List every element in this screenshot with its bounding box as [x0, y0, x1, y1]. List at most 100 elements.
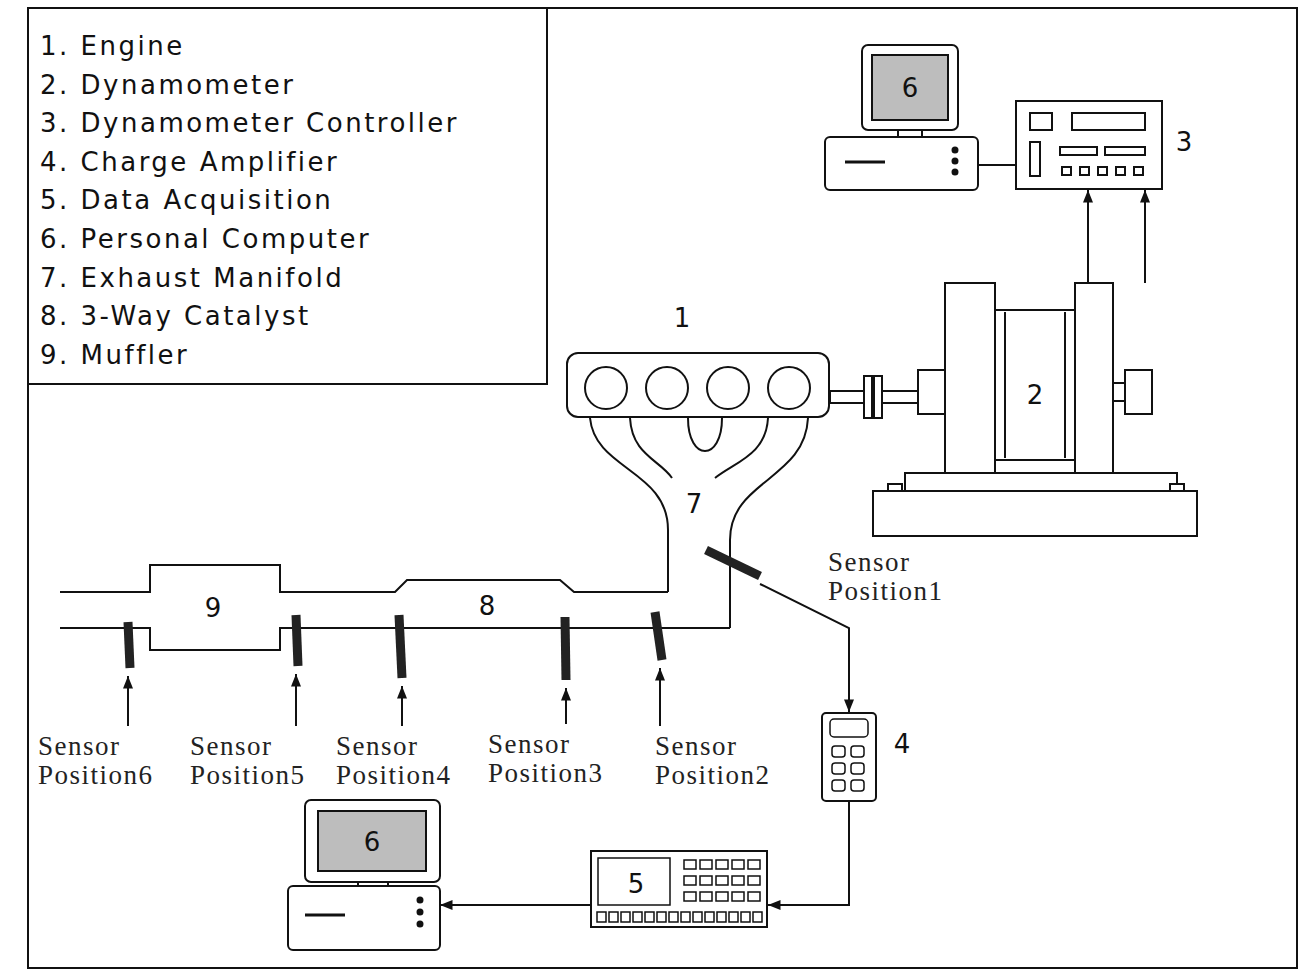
data-acquisition: 5	[590, 850, 768, 928]
controller-panel	[1116, 167, 1125, 175]
acquisition-panel	[716, 860, 728, 869]
sensor-label: Sensor Position2	[655, 732, 795, 790]
acquisition-panel	[597, 858, 762, 922]
legend-entry: 7. Exhaust Manifold	[40, 259, 546, 298]
acquisition-panel	[753, 912, 762, 922]
acquisition-panel	[716, 892, 728, 901]
cylinder-bores	[585, 367, 810, 409]
dynamometer-body	[873, 491, 1197, 536]
sensor-probe: Sensor Position4	[392, 609, 410, 684]
manifold-runners	[590, 418, 668, 592]
manifold-runners	[630, 418, 672, 478]
amplifier-panel	[851, 780, 864, 791]
acquisition-panel	[717, 912, 726, 922]
computer-icon	[305, 914, 345, 917]
acquisition-panel	[716, 876, 728, 885]
legend-entry: 6. Personal Computer	[40, 220, 546, 259]
sensor-label: Sensor Position5	[190, 732, 330, 790]
dynamometer-body	[1075, 283, 1113, 473]
controller-panel	[1098, 167, 1107, 175]
leader-arrow	[401, 686, 403, 726]
callout-number: 2	[1027, 380, 1044, 410]
acquisition-panel	[748, 892, 760, 901]
acquisition-panel	[621, 912, 630, 922]
acquisition-panel	[700, 892, 712, 901]
dynamometer-body	[888, 484, 902, 491]
personal-computer: 6	[288, 800, 440, 950]
sensor-probe	[655, 612, 662, 660]
controller-panel	[1030, 142, 1040, 176]
shaft-coupling	[882, 391, 918, 403]
legend-entry: 2. Dynamometer	[40, 66, 546, 105]
callout-number: 8	[479, 591, 496, 621]
computer-icon	[825, 137, 978, 190]
computer-icon	[318, 811, 426, 871]
leader-arrow	[295, 674, 297, 726]
controller-panel	[1030, 113, 1052, 130]
dynamometer-body	[945, 283, 995, 473]
callout-number: 1	[674, 303, 691, 333]
exhaust-manifold: 7	[676, 482, 712, 526]
acquisition-panel	[609, 912, 618, 922]
computer-icon	[305, 800, 440, 882]
controller-panel	[1105, 147, 1145, 155]
acquisition-panel	[741, 912, 750, 922]
computer-icon	[288, 886, 440, 950]
connector-line	[978, 164, 1015, 166]
controller-panel	[1080, 167, 1089, 175]
leader-arrow	[659, 668, 661, 726]
controller-panel	[1072, 113, 1145, 130]
exhaust-pipe	[60, 565, 730, 650]
sensor-probe	[128, 622, 130, 668]
sensor-probe	[565, 617, 566, 680]
outer-frame	[28, 8, 1297, 968]
cylinder-bores	[768, 367, 810, 409]
signal-arrow	[768, 802, 849, 905]
muffler: 9	[150, 565, 280, 650]
leader-arrow	[128, 668, 660, 726]
callout-number: 3	[1176, 127, 1193, 157]
controller-box: 3	[1015, 100, 1163, 190]
legend-box: 1. Engine2. Dynamometer3. Dynamometer Co…	[28, 8, 548, 385]
legend-entry: 8. 3-Way Catalyst	[40, 297, 546, 336]
acquisition-panel	[732, 892, 744, 901]
dynamometer-body	[918, 370, 945, 414]
acquisition-panel	[633, 912, 642, 922]
legend-entry: 3. Dynamometer Controller	[40, 104, 546, 143]
sensor-probe	[296, 615, 298, 666]
sensor-probe: Sensor Position2	[648, 606, 670, 666]
callout-number: 6	[902, 73, 919, 103]
cylinder-bores	[646, 367, 688, 409]
signal-arrow	[1087, 190, 1089, 283]
sensor-label: Sensor Position3	[488, 730, 628, 788]
manifold-runners	[590, 418, 808, 628]
legend-entry: 9. Muffler	[40, 336, 546, 375]
amplifier-panel	[832, 763, 845, 774]
sensor-probe	[128, 550, 760, 680]
computer-icon	[872, 55, 948, 120]
amplifier-panel	[832, 746, 845, 757]
exhaust-pipe	[60, 565, 668, 592]
acquisition-panel	[693, 912, 702, 922]
acquisition-panel	[700, 876, 712, 885]
amplifier-panel	[851, 746, 864, 757]
catalyst: 8	[407, 580, 560, 628]
sensor-probe	[399, 615, 402, 678]
sensor-probe: Sensor Position6	[121, 616, 139, 674]
callout-number: 7	[686, 489, 703, 519]
sensor-label: Sensor Position6	[38, 732, 178, 790]
exhaust-pipe	[60, 628, 730, 650]
acquisition-panel	[598, 858, 670, 905]
acquisition-panel	[732, 876, 744, 885]
dynamometer-body	[1004, 312, 1006, 458]
cylinder-bores	[707, 367, 749, 409]
sensor-label: Sensor Position4	[336, 732, 476, 790]
dynamometer-body	[1064, 312, 1066, 458]
amplifier-panel	[830, 719, 868, 791]
controller-panel	[1134, 167, 1143, 175]
charge-amplifier: 4	[821, 712, 877, 802]
sensor-label: Sensor Position1	[828, 548, 968, 606]
